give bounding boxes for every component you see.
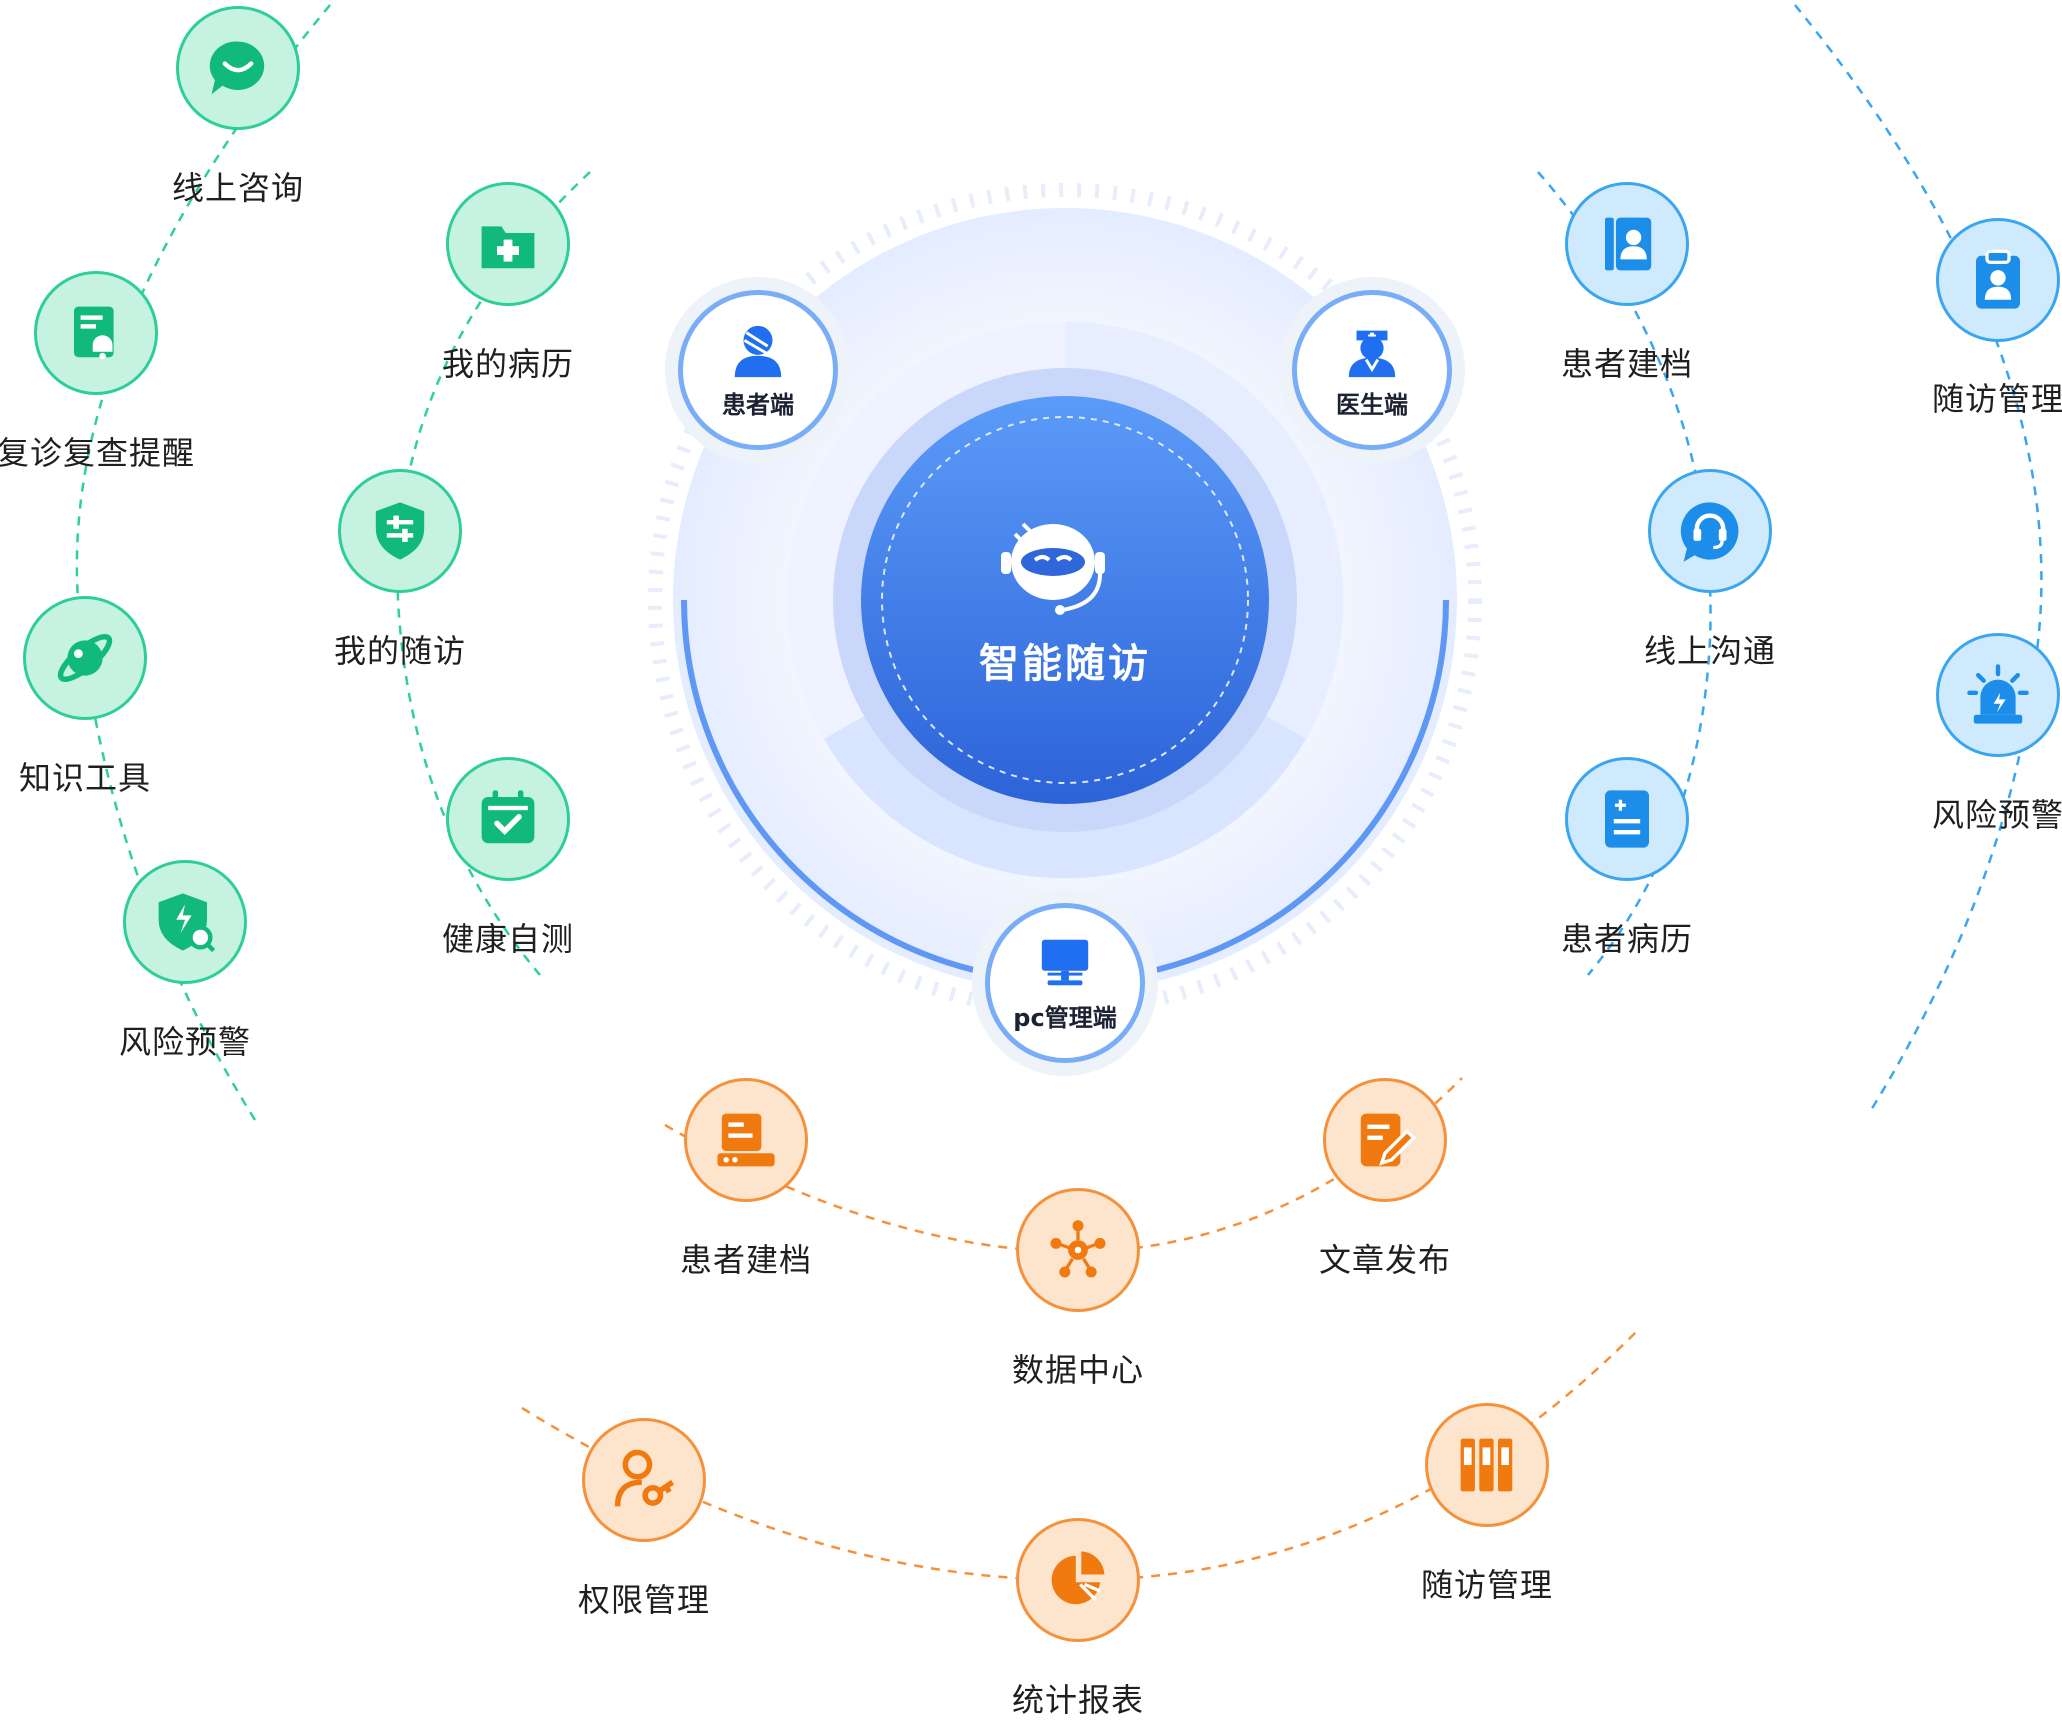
client-pc-label: pc管理端 <box>1013 1003 1117 1032</box>
medical-folder-icon <box>481 226 535 269</box>
feature-statistics-report[interactable] <box>1016 1518 1140 1642</box>
feature-statistics-report-label: 统计报表 <box>1011 1681 1145 1719</box>
feature-data-center-label: 数据中心 <box>1011 1351 1145 1389</box>
edit-document-icon <box>1360 1113 1416 1167</box>
client-doctor[interactable]: 医生端 <box>1279 277 1465 463</box>
feature-risk-warning-patient[interactable] <box>123 860 247 984</box>
client-patient-label: 患者端 <box>722 390 794 419</box>
feature-pc-patient-archive[interactable] <box>684 1078 808 1202</box>
feature-my-followup[interactable] <box>338 469 462 593</box>
feature-risk-warning-doctor[interactable] <box>1936 633 2060 757</box>
pie-chart-icon <box>1051 1551 1105 1605</box>
alarm-light-icon <box>1967 664 2029 724</box>
doctor-outer-arc <box>1794 4 2043 1116</box>
server-icon <box>717 1113 775 1167</box>
feature-patient-records-label: 患者病历 <box>1560 920 1694 958</box>
feature-my-records[interactable] <box>446 182 570 306</box>
feature-doctor-followup-mgmt-label: 随访管理 <box>1931 380 2062 418</box>
patient-icon <box>734 325 782 377</box>
feature-patient-records[interactable] <box>1565 757 1689 881</box>
feature-pc-patient-archive-label: 患者建档 <box>679 1241 813 1279</box>
chat-bubble-icon <box>209 41 265 95</box>
hub-title: 智能随访 <box>979 641 1151 687</box>
feature-knowledge-tools[interactable] <box>23 596 147 720</box>
planet-icon <box>57 634 113 682</box>
client-doctor-label: 医生端 <box>1336 390 1408 419</box>
medical-record-icon <box>1605 790 1649 848</box>
feature-risk-warning-patient-label: 风险预警 <box>118 1023 252 1061</box>
calendar-check-icon <box>481 790 535 844</box>
binders-icon <box>1460 1438 1513 1492</box>
feature-my-followup-label: 我的随访 <box>333 632 467 670</box>
feature-permission-mgmt-label: 权限管理 <box>577 1581 711 1619</box>
id-card-icon <box>1605 217 1652 271</box>
document-bell-icon <box>74 306 114 360</box>
feature-knowledge-tools-label: 知识工具 <box>18 759 152 797</box>
client-pc[interactable]: pc管理端 <box>972 890 1158 1076</box>
feature-revisit-reminder-label: 复诊复查提醒 <box>0 434 196 472</box>
clipboard-user-icon <box>1976 249 2020 309</box>
feature-online-communication-label: 线上沟通 <box>1643 632 1777 670</box>
shield-sliders-icon <box>375 502 425 560</box>
monitor-icon <box>1041 939 1089 985</box>
feature-risk-warning-doctor-label: 风险预警 <box>1931 796 2062 834</box>
shield-search-icon <box>158 893 216 953</box>
user-key-icon <box>614 1449 675 1507</box>
feature-permission-mgmt[interactable] <box>582 1418 706 1542</box>
feature-my-records-label: 我的病历 <box>441 345 575 383</box>
feature-health-selftest[interactable] <box>446 757 570 881</box>
feature-online-communication[interactable] <box>1648 469 1772 593</box>
feature-pc-followup-mgmt-label: 随访管理 <box>1420 1566 1554 1604</box>
pc-inner-arc <box>664 1077 1463 1254</box>
network-hub-icon <box>1050 1220 1106 1278</box>
feature-doctor-patient-archive[interactable] <box>1565 182 1689 306</box>
feature-data-center[interactable] <box>1016 1188 1140 1312</box>
feature-online-consult[interactable] <box>176 6 300 130</box>
client-patient[interactable]: 患者端 <box>665 277 851 463</box>
headset-chat-icon <box>1680 502 1739 562</box>
feature-pc-followup-mgmt[interactable] <box>1425 1403 1549 1527</box>
feature-online-consult-label: 线上咨询 <box>171 169 305 207</box>
feature-doctor-patient-archive-label: 患者建档 <box>1560 345 1694 383</box>
feature-health-selftest-label: 健康自测 <box>441 920 575 958</box>
feature-doctor-followup-mgmt[interactable] <box>1936 218 2060 342</box>
robot-headset-icon <box>1001 522 1105 615</box>
doctor-nurse-icon <box>1348 330 1396 377</box>
feature-article-publish-label: 文章发布 <box>1318 1241 1452 1279</box>
feature-article-publish[interactable] <box>1323 1078 1447 1202</box>
feature-revisit-reminder[interactable] <box>34 271 158 395</box>
